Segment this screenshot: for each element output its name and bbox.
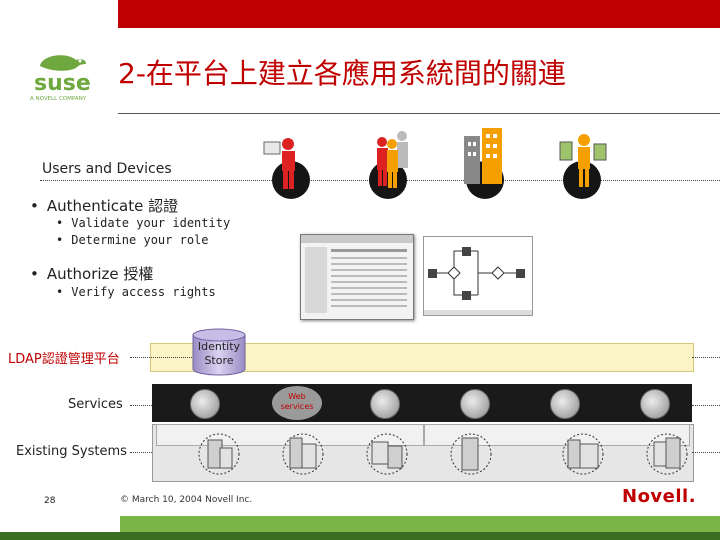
server-icon <box>646 433 688 475</box>
office-buildings-icon <box>464 128 502 184</box>
gecko-icon <box>40 55 86 71</box>
workflow-diagram <box>423 236 533 316</box>
ldap-dotted-line-right <box>692 357 720 358</box>
top-bar <box>0 0 720 28</box>
ldap-label: LDAP認證管理平台 <box>8 352 120 367</box>
user-group-icon <box>377 131 408 188</box>
service-node-icon <box>190 389 220 419</box>
services-label: Services <box>68 397 123 412</box>
devices-icon <box>559 134 607 187</box>
role-item: Determine your role <box>56 233 208 247</box>
validate-item: Validate your identity <box>56 216 230 230</box>
slide-title: 2-在平台上建立各應用系統間的關連 <box>118 57 566 90</box>
ldap-dotted-line <box>130 357 192 358</box>
system-tab <box>424 424 690 446</box>
novell-logo: Novell. <box>622 486 697 507</box>
authenticate-heading: Authenticate 認證 <box>30 195 178 216</box>
admin-console-screenshot <box>300 234 414 320</box>
server-icon <box>562 433 604 475</box>
systems-dotted-line <box>130 452 152 453</box>
title-divider <box>118 113 720 114</box>
service-node-icon <box>550 389 580 419</box>
server-icon <box>282 433 324 475</box>
service-node-icon <box>370 389 400 419</box>
svg-text:suse: suse <box>34 71 91 96</box>
top-red-strip <box>118 0 720 28</box>
suse-logo: suse A NOVELL COMPANY <box>30 55 91 102</box>
server-icon <box>198 433 240 475</box>
identity-store-label: Identity Store <box>197 340 241 367</box>
user-with-laptop-icon <box>263 138 295 189</box>
services-dotted-line-right <box>692 405 720 406</box>
service-node-icon <box>460 389 490 419</box>
users-devices-label: Users and Devices <box>42 161 172 177</box>
service-node-icon <box>640 389 670 419</box>
existing-systems-label: Existing Systems <box>16 444 127 459</box>
systems-dotted-line-right <box>692 452 720 453</box>
footer-dark-bar <box>0 532 720 540</box>
page-number: 28 <box>44 496 56 506</box>
footer-green-bar <box>120 516 720 532</box>
verify-item: Verify access rights <box>56 285 216 299</box>
authorize-heading: Authorize 授權 <box>30 263 154 284</box>
services-band <box>152 384 692 422</box>
identity-store-icon <box>192 328 246 376</box>
server-icon <box>450 433 492 475</box>
web-services-node: Web services <box>272 386 322 420</box>
svg-text:A NOVELL COMPANY: A NOVELL COMPANY <box>30 96 87 102</box>
copyright-text: © March 10, 2004 Novell Inc. <box>120 495 253 505</box>
services-dotted-line <box>130 405 152 406</box>
server-icon <box>366 433 408 475</box>
